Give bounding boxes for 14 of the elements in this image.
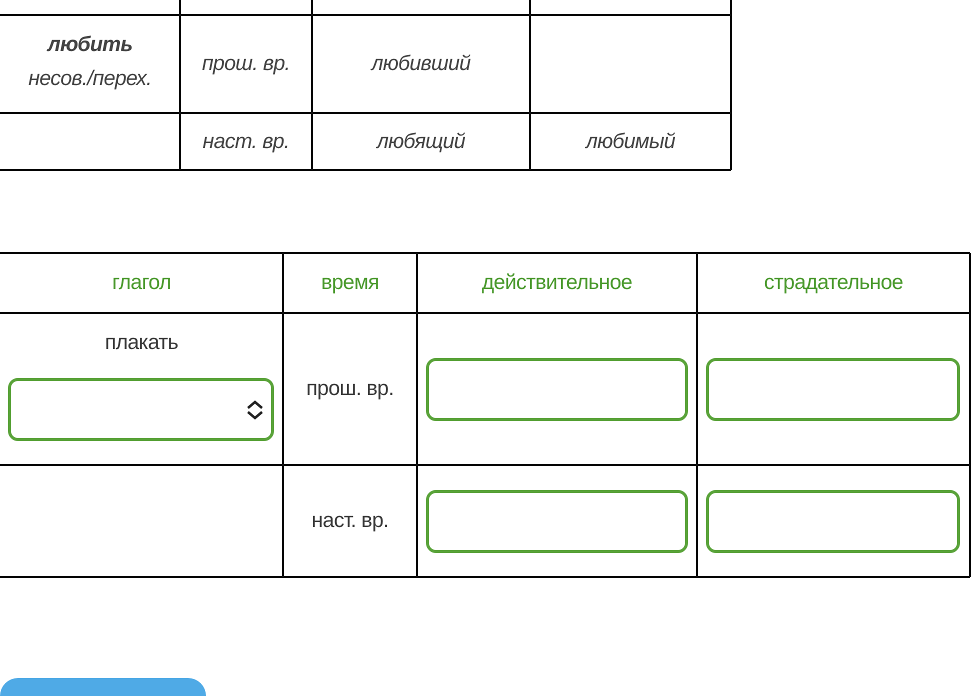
verb-label: любить [48,33,132,57]
tense-label: наст. вр. [202,130,290,154]
verb-aspect-label: несов./перех. [28,67,152,91]
verb-label: плакать [104,331,178,355]
column-header: действительное [482,271,632,295]
participle-text: любящий [376,130,466,154]
tense-label: прош. вр. [202,52,290,76]
column-header: страдательное [764,271,903,295]
column-header: время [321,271,379,295]
column-header: глагол [112,271,171,295]
tense-label: прош. вр. [306,377,394,401]
participle-text: любимый [586,130,676,154]
participle-text: любивший [372,52,470,76]
tense-label: наст. вр. [312,509,388,533]
